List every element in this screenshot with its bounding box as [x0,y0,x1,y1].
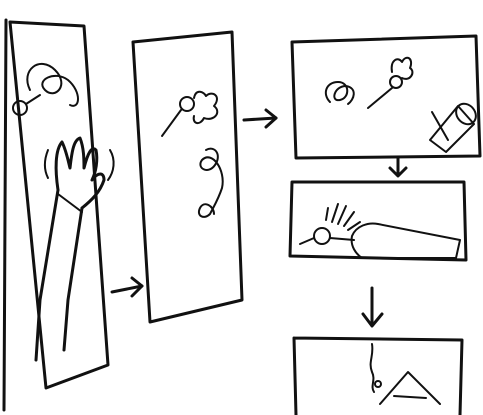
panel-4-frame [290,182,466,260]
spiral-doodle-3 [326,82,354,104]
match-stick-4 [300,238,314,244]
sleeve-cuff [58,194,82,212]
arrow-shaft [244,118,276,120]
arrow-panel-4-to-5 [363,288,382,326]
arrow-panel-1-to-2 [112,278,142,296]
rocket-base [394,396,426,398]
rocket-launch-icon [380,372,440,404]
panel-5-frame [294,338,462,415]
match-head-icon-4 [314,228,330,244]
spark-dot [375,381,381,387]
panel-2-frame [133,32,242,322]
match-stick [26,95,40,104]
match-head-icon-3 [390,76,402,88]
rocket-closeup [352,224,460,259]
spiral-doodle [27,64,78,106]
panel-fuse-lit-closeup [290,182,466,260]
fuse-closeup [330,238,354,240]
panel-match-flying [133,32,242,322]
smoke-trail [371,344,374,392]
arm-right-outline [64,208,82,350]
panel-3-frame [292,36,480,158]
match-head-icon-2 [180,97,194,111]
panel-hand-throwing [4,20,114,410]
flame-burst-icon [326,204,360,230]
spiral-trail [199,149,223,217]
panel-1-left-edge [4,20,6,410]
arrow-panel-3-to-4 [390,158,406,176]
panel-match-approaching-rocket [292,36,480,158]
flame-icon [194,92,218,123]
motion-line-left [45,150,48,178]
rocket-body [430,106,474,152]
match-stick-3 [368,88,392,108]
match-stick-2 [162,110,181,136]
motion-line-right [108,150,114,180]
arrow-panel-2-to-3 [244,110,276,127]
panel-rocket-launch [294,338,462,415]
